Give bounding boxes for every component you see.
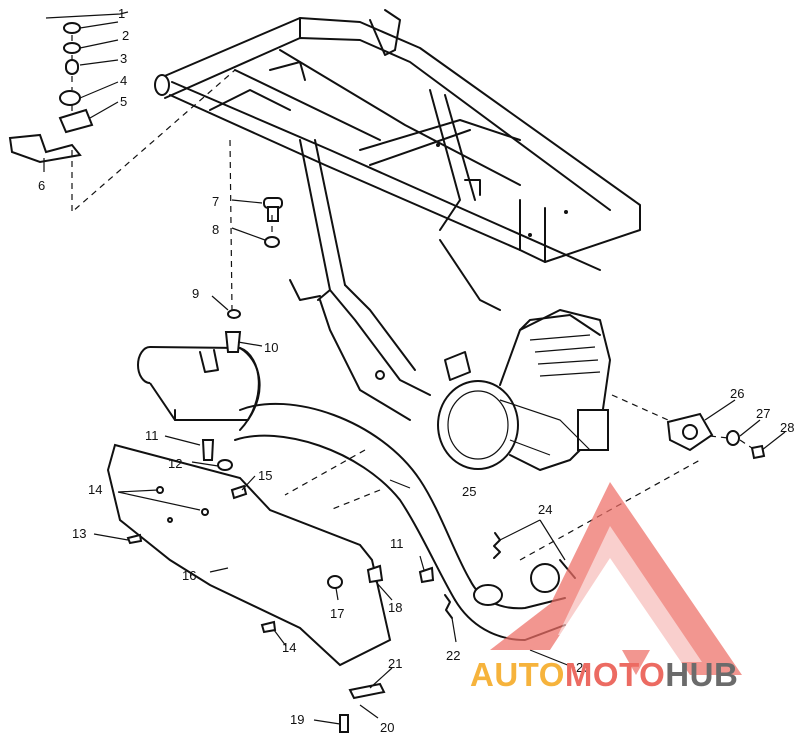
callout-4: 4: [120, 73, 127, 88]
callout-15: 15: [258, 468, 272, 483]
callout-21: 21: [388, 656, 402, 671]
callout-13: 13: [72, 526, 86, 541]
callout-19: 19: [290, 712, 304, 727]
callout-8: 8: [212, 222, 219, 237]
watermark-part-hub: HUB: [665, 656, 739, 693]
engine: [437, 309, 611, 471]
heat-shield: [106, 443, 392, 667]
fasteners: [8, 22, 766, 733]
callout-28: 28: [780, 420, 794, 435]
callout-14-lower: 14: [282, 640, 296, 655]
callout-16: 16: [182, 568, 196, 583]
callout-7: 7: [212, 194, 219, 209]
callout-18: 18: [388, 600, 402, 615]
callout-14-upper: 14: [88, 482, 102, 497]
callout-3: 3: [120, 51, 127, 66]
callout-10: 10: [264, 340, 278, 355]
callout-17: 17: [330, 606, 344, 621]
callout-1: 1: [118, 6, 125, 21]
callout-11-upper: 11: [145, 428, 159, 443]
watermark-part-auto: AUTO: [470, 656, 565, 693]
callout-27: 27: [756, 406, 770, 421]
callout-12: 12: [168, 456, 182, 471]
frame: [154, 9, 641, 421]
watermark-text: AUTOMOTOHUB: [470, 656, 738, 694]
callout-22: 22: [446, 648, 460, 663]
watermark-part-moto: MOTO: [564, 656, 666, 693]
callout-2: 2: [122, 28, 129, 43]
head-pipe: [234, 402, 566, 641]
callout-26: 26: [730, 386, 744, 401]
callout-6: 6: [38, 178, 45, 193]
callout-9: 9: [192, 286, 199, 301]
callout-20: 20: [380, 720, 394, 735]
watermark-logo-icon: [490, 482, 742, 675]
callout-23: 23: [576, 660, 590, 675]
callout-25: 25: [462, 484, 476, 499]
callout-11-lower: 11: [390, 536, 404, 551]
muffler: [137, 346, 261, 431]
callout-24: 24: [538, 502, 552, 517]
callout-5: 5: [120, 94, 127, 109]
callout-labels: 1 2 3 4 5 6 7 8 9 10 11 11 12 13 14 14 1…: [38, 6, 794, 735]
